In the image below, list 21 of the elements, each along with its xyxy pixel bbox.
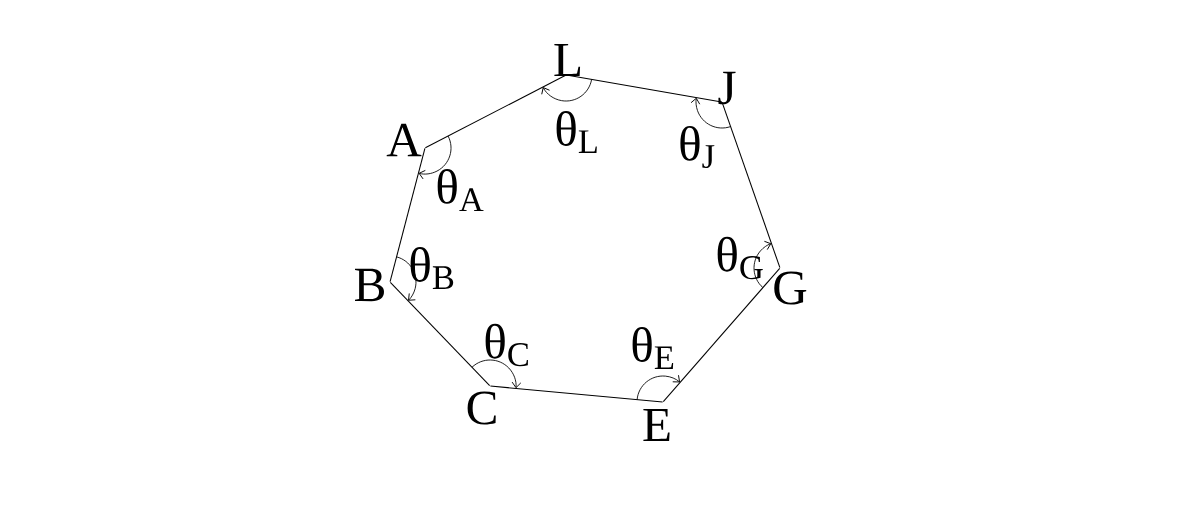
vertex-label: C <box>467 391 496 425</box>
polygon-side <box>389 147 426 283</box>
angle-label: θ$_{G}$ <box>717 236 763 280</box>
angle-label: θ$_{B}$ <box>410 247 454 289</box>
polygon-side <box>721 101 781 269</box>
polygon-side <box>489 385 664 403</box>
angle-label: θ$_{A}$ <box>437 168 484 212</box>
vertex-label: L <box>554 43 581 77</box>
polygon-side <box>662 267 781 403</box>
angle-label: θ$_{C}$ <box>485 323 528 367</box>
polygon-side <box>389 281 491 387</box>
vertex-label: G <box>774 271 807 305</box>
vertex-label: E <box>643 408 670 442</box>
polygon-side <box>565 74 723 103</box>
vertex-label: B <box>355 268 384 302</box>
angle-label: θ$_{E}$ <box>632 327 674 369</box>
angle-label: θ$_{L}$ <box>556 111 597 153</box>
vertex-label: J <box>718 71 736 105</box>
angle-label: θ$_{J}$ <box>680 125 715 169</box>
vertex-label: A <box>386 123 422 157</box>
polygon-side <box>424 74 567 149</box>
